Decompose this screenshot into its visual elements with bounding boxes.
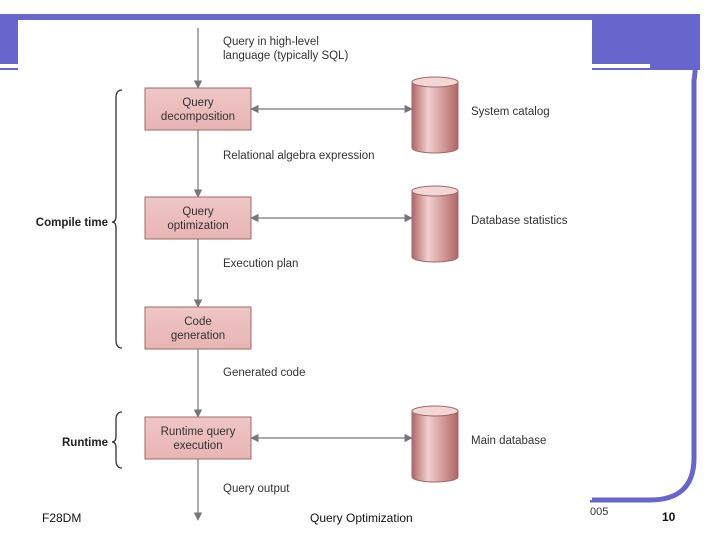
process-box xyxy=(144,196,252,240)
footer-topic: Query Optimization xyxy=(310,511,413,525)
intermediate-label: Relational algebra expression xyxy=(223,150,375,162)
footer-year-fragment: 005 xyxy=(590,506,609,518)
process-box-label: Runtime query xyxy=(161,426,236,438)
intermediate-label: Execution plan xyxy=(223,258,298,270)
footer-course-code: F28DM xyxy=(42,511,82,525)
footer-page-number: 10 xyxy=(662,510,676,524)
resource-label: Main database xyxy=(471,435,546,447)
resource-label: System catalog xyxy=(471,106,550,118)
phase-bracket xyxy=(111,411,123,469)
process-box xyxy=(144,87,252,131)
database-cylinder-body xyxy=(411,410,459,483)
process-box xyxy=(144,306,252,350)
process-box-label: Query xyxy=(182,206,214,218)
query-processing-diagram: Query in high-level language (typically S… xyxy=(36,28,568,521)
process-box-label: Query xyxy=(182,97,214,109)
database-cylinder-top xyxy=(411,76,459,88)
database-cylinder-body xyxy=(411,81,459,154)
process-box-label: decomposition xyxy=(161,111,235,123)
slide-decoration xyxy=(0,14,700,503)
database-cylinder-top xyxy=(411,185,459,197)
phase-label: Runtime xyxy=(62,437,108,449)
database-cylinder-body xyxy=(411,190,459,263)
phase-label: Compile time xyxy=(36,217,108,229)
phase-bracket xyxy=(111,89,123,349)
input-label-line: Query in high-level xyxy=(223,36,319,48)
intermediate-label: Generated code xyxy=(223,367,305,379)
process-box xyxy=(144,416,252,460)
process-box-label: execution xyxy=(173,440,222,452)
process-box-label: optimization xyxy=(167,220,228,232)
database-cylinder-top xyxy=(411,405,459,417)
resource-label: Database statistics xyxy=(471,215,568,227)
process-box-label: generation xyxy=(171,330,225,342)
right-frame-curve xyxy=(590,19,698,503)
diagram-background xyxy=(18,20,592,500)
process-box-label: Code xyxy=(184,316,212,328)
output-label: Query output xyxy=(223,483,290,495)
input-label-line: language (typically SQL) xyxy=(223,50,348,62)
